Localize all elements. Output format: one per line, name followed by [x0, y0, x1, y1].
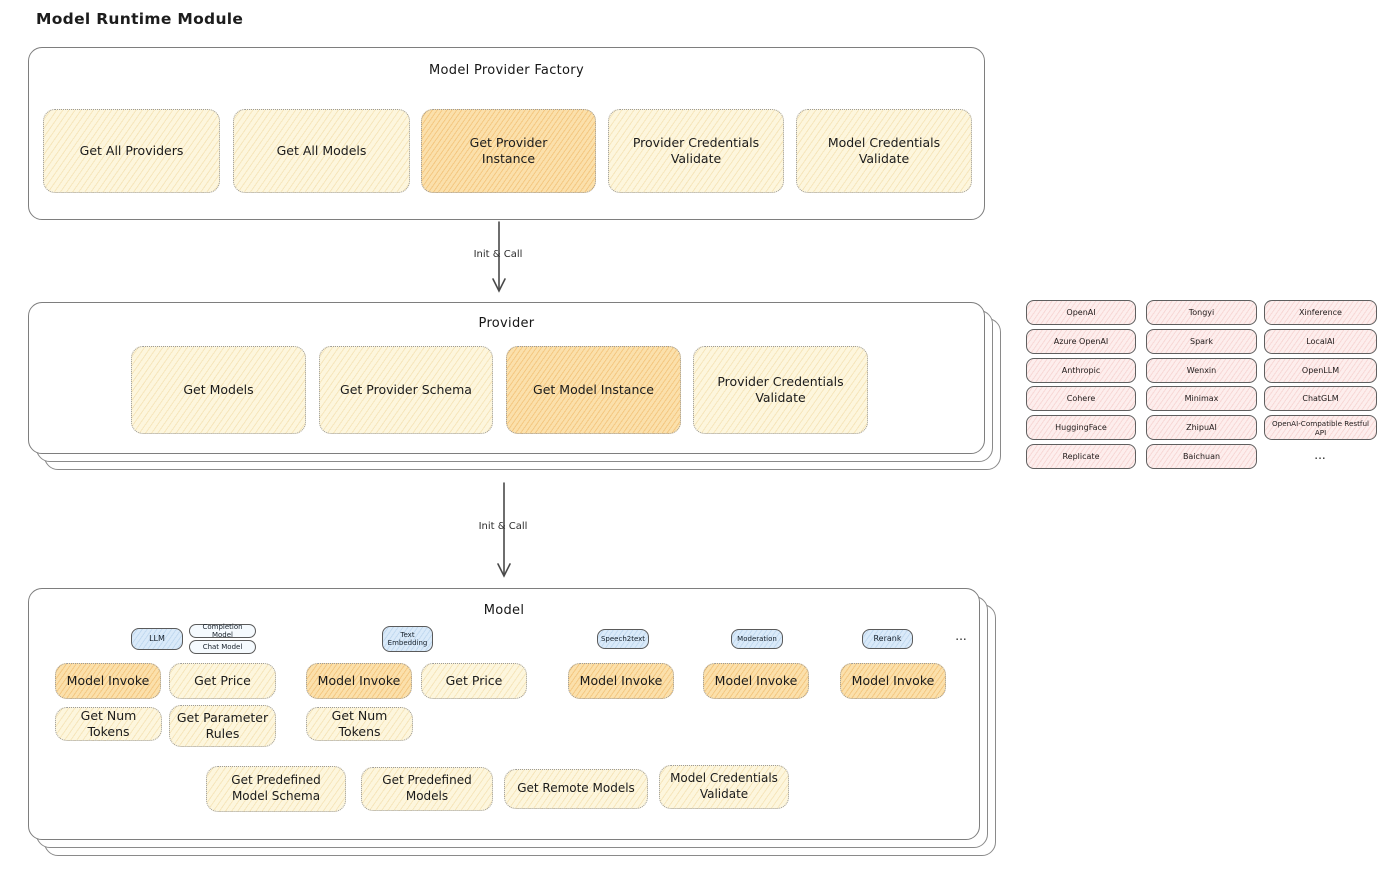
arrow-factory-to-provider: [492, 221, 506, 293]
model-button-moderation-model-invoke: Model Invoke: [703, 663, 809, 699]
model-button-llm-get-parameter-rules: Get Parameter Rules: [169, 705, 276, 747]
provider-chip-openai: OpenAI: [1026, 300, 1136, 325]
model-types-more-ellipsis: ...: [955, 629, 967, 643]
provider-button-get-models: Get Models: [131, 346, 306, 434]
model-type-chip-moderation: Moderation: [731, 629, 783, 649]
provider-chip-tongyi: Tongyi: [1146, 300, 1257, 325]
provider-button-provider-credentials-validate: Provider Credentials Validate: [693, 346, 868, 434]
model-button-te-get-price: Get Price: [421, 663, 527, 699]
provider-panel-border: Provider Get Models Get Provider Schema …: [28, 302, 985, 454]
provider-chip-localai: LocalAI: [1264, 329, 1377, 354]
factory-button-get-all-providers: Get All Providers: [43, 109, 220, 193]
model-type-chip-completion-model: Completion Model: [189, 623, 256, 639]
model-button-speech2text-model-invoke: Model Invoke: [568, 663, 674, 699]
provider-chip-spark: Spark: [1146, 329, 1257, 354]
model-button-get-remote-models: Get Remote Models: [504, 769, 648, 809]
model-type-chip-rerank: Rerank: [862, 629, 913, 649]
provider-chip-chatglm: ChatGLM: [1264, 386, 1377, 411]
model-title: Model: [483, 603, 525, 618]
factory-button-provider-credentials-validate: Provider Credentials Validate: [608, 109, 784, 193]
arrow1-label: Init & Call: [473, 249, 523, 260]
model-type-chip-llm: LLM: [131, 628, 183, 650]
provider-chip-zhipuai: ZhipuAI: [1146, 415, 1257, 440]
model-button-te-get-num-tokens: Get Num Tokens: [306, 707, 413, 741]
factory-panel: Model Provider Factory Get All Providers…: [28, 47, 985, 220]
provider-chip-replicate: Replicate: [1026, 444, 1136, 469]
factory-title: Model Provider Factory: [429, 63, 584, 78]
model-button-llm-get-num-tokens: Get Num Tokens: [55, 707, 162, 741]
provider-chip-openai-compatible-restful-api: OpenAI-Compatible Restful API: [1264, 415, 1377, 440]
provider-chip-huggingface: HuggingFace: [1026, 415, 1136, 440]
factory-button-model-credentials-validate: Model Credentials Validate: [796, 109, 972, 193]
diagram-title: Model Runtime Module: [36, 10, 244, 28]
model-type-chip-chat-model: Chat Model: [189, 640, 256, 654]
provider-panel: Provider Get Models Get Provider Schema …: [28, 302, 1001, 470]
provider-chip-openllm: OpenLLM: [1264, 358, 1377, 383]
model-button-llm-get-price: Get Price: [169, 663, 276, 699]
provider-chip-anthropic: Anthropic: [1026, 358, 1136, 383]
model-button-te-model-invoke: Model Invoke: [306, 663, 412, 699]
provider-chip-minimax: Minimax: [1146, 386, 1257, 411]
model-button-get-predefined-model-schema: Get Predefined Model Schema: [206, 766, 346, 812]
provider-title: Provider: [478, 316, 535, 331]
factory-button-get-provider-instance: Get Provider Instance: [421, 109, 596, 193]
provider-chip-wenxin: Wenxin: [1146, 358, 1257, 383]
factory-panel-border: Model Provider Factory Get All Providers…: [28, 47, 985, 220]
model-type-chip-speech2text: Speech2text: [597, 629, 649, 649]
model-panel-border: Model LLM Completion Model Chat Model Te…: [28, 588, 980, 840]
model-panel: Model LLM Completion Model Chat Model Te…: [28, 588, 996, 856]
factory-button-get-all-models: Get All Models: [233, 109, 410, 193]
provider-button-get-provider-schema: Get Provider Schema: [319, 346, 493, 434]
model-button-llm-model-invoke: Model Invoke: [55, 663, 161, 699]
arrow-provider-to-model: [497, 482, 511, 578]
provider-chip-azure-openai: Azure OpenAI: [1026, 329, 1136, 354]
provider-chips-more-ellipsis: ...: [1314, 448, 1326, 462]
model-button-get-predefined-models: Get Predefined Models: [361, 767, 493, 811]
arrow2-label: Init & Call: [478, 521, 528, 532]
provider-chip-cohere: Cohere: [1026, 386, 1136, 411]
model-button-model-credentials-validate: Model Credentials Validate: [659, 765, 789, 809]
provider-button-get-model-instance: Get Model Instance: [506, 346, 681, 434]
provider-chip-baichuan: Baichuan: [1146, 444, 1257, 469]
model-type-chip-text-embedding: Text Embedding: [382, 626, 433, 652]
model-button-rerank-model-invoke: Model Invoke: [840, 663, 946, 699]
provider-chip-xinference: Xinference: [1264, 300, 1377, 325]
